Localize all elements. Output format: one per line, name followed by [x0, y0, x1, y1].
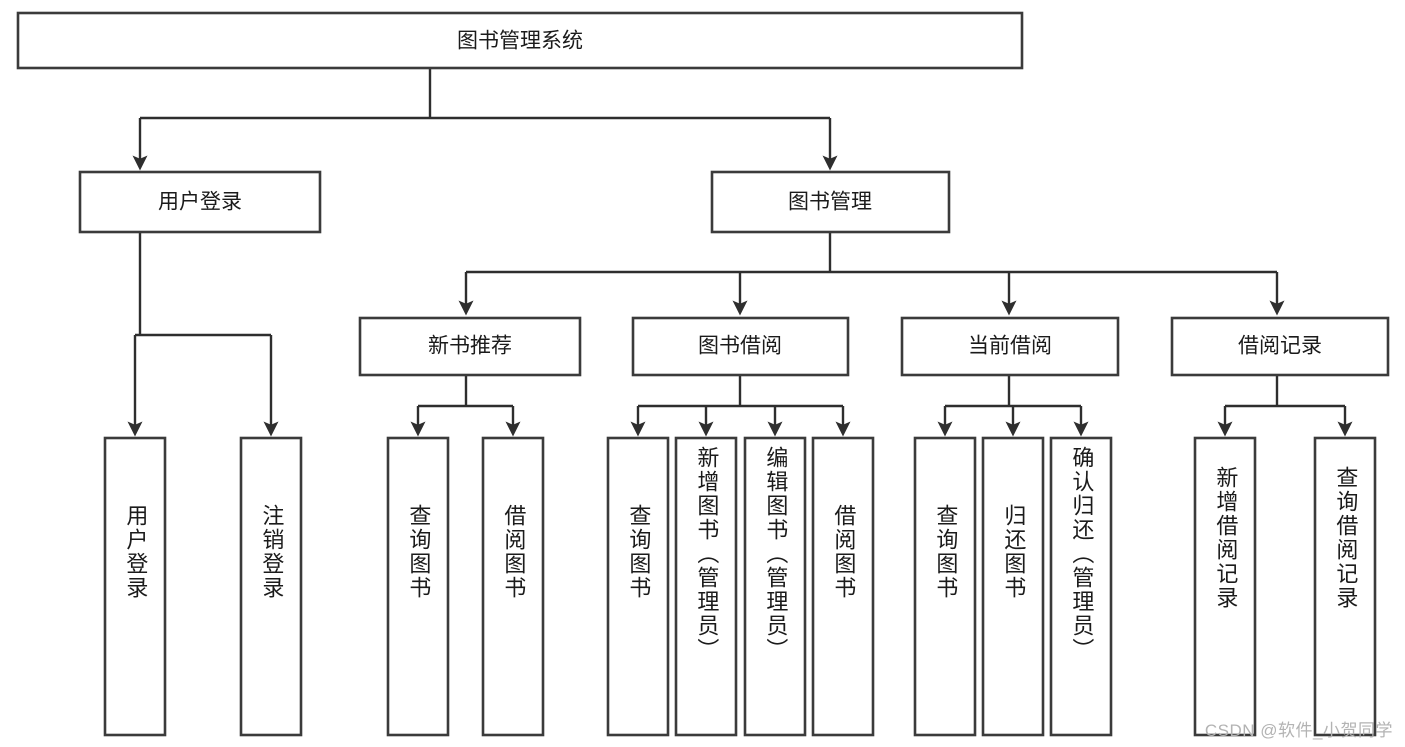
node-book-manage-label: 图书管理: [788, 191, 872, 214]
node-borrow-record-label: 借阅记录: [1238, 335, 1322, 358]
node-book-manage-box[interactable]: [710, 170, 951, 234]
node-root-box[interactable]: [16, 11, 1024, 70]
node-leaf-borrow-book-box[interactable]: [811, 436, 875, 737]
node-leaf-return-book-box[interactable]: [981, 436, 1045, 737]
connector-group-book-borrow: [630, 375, 851, 437]
node-book-borrow-label: 图书借阅: [698, 335, 782, 358]
node-new-book-rec[interactable]: 新书推荐: [358, 316, 582, 377]
node-new-book-rec-label: 新书推荐: [428, 335, 512, 358]
node-root-label: 图书管理系统: [457, 30, 583, 53]
node-leaf-add-book-box[interactable]: [674, 436, 738, 737]
node-user-login[interactable]: 用户登录: [78, 170, 322, 234]
connector-group-new-book-rec: [410, 375, 521, 437]
node-user-login-box[interactable]: [78, 170, 322, 234]
node-leaf-confirm-return-box[interactable]: [1049, 436, 1113, 737]
watermark-text: CSDN @软件_小贺同学: [1204, 721, 1393, 740]
node-leaf-query-book-cur-box[interactable]: [913, 436, 977, 737]
node-current-borrow[interactable]: 当前借阅: [900, 316, 1120, 377]
connector-group-root: [132, 68, 838, 171]
node-leaf-query-book-borrow-box[interactable]: [606, 436, 670, 737]
node-book-borrow[interactable]: 图书借阅: [631, 316, 850, 377]
node-user-login-label: 用户登录: [158, 191, 242, 214]
node-leaf-logout-box[interactable]: [239, 436, 303, 737]
node-leaf-edit-book-box[interactable]: [743, 436, 807, 737]
node-book-borrow-box[interactable]: [631, 316, 850, 377]
node-borrow-record-box[interactable]: [1170, 316, 1390, 377]
node-root[interactable]: 图书管理系统: [16, 11, 1024, 70]
node-leaf-add-record-box[interactable]: [1193, 436, 1257, 737]
node-current-borrow-box[interactable]: [900, 316, 1120, 377]
node-leaf-query-record-box[interactable]: [1313, 436, 1377, 737]
node-leaf-query-book-rec-box[interactable]: [386, 436, 450, 737]
node-leaf-user-login-box[interactable]: [103, 436, 167, 737]
node-new-book-rec-box[interactable]: [358, 316, 582, 377]
node-leaf-borrow-book-rec-box[interactable]: [481, 436, 545, 737]
connector-group-user-login: [127, 232, 279, 437]
connector-group-borrow-record: [1217, 375, 1353, 437]
connector-group-book-manage: [458, 232, 1285, 316]
connector-group-current-borrow: [937, 375, 1089, 437]
node-borrow-record[interactable]: 借阅记录: [1170, 316, 1390, 377]
node-book-manage[interactable]: 图书管理: [710, 170, 951, 234]
node-current-borrow-label: 当前借阅: [968, 335, 1052, 358]
